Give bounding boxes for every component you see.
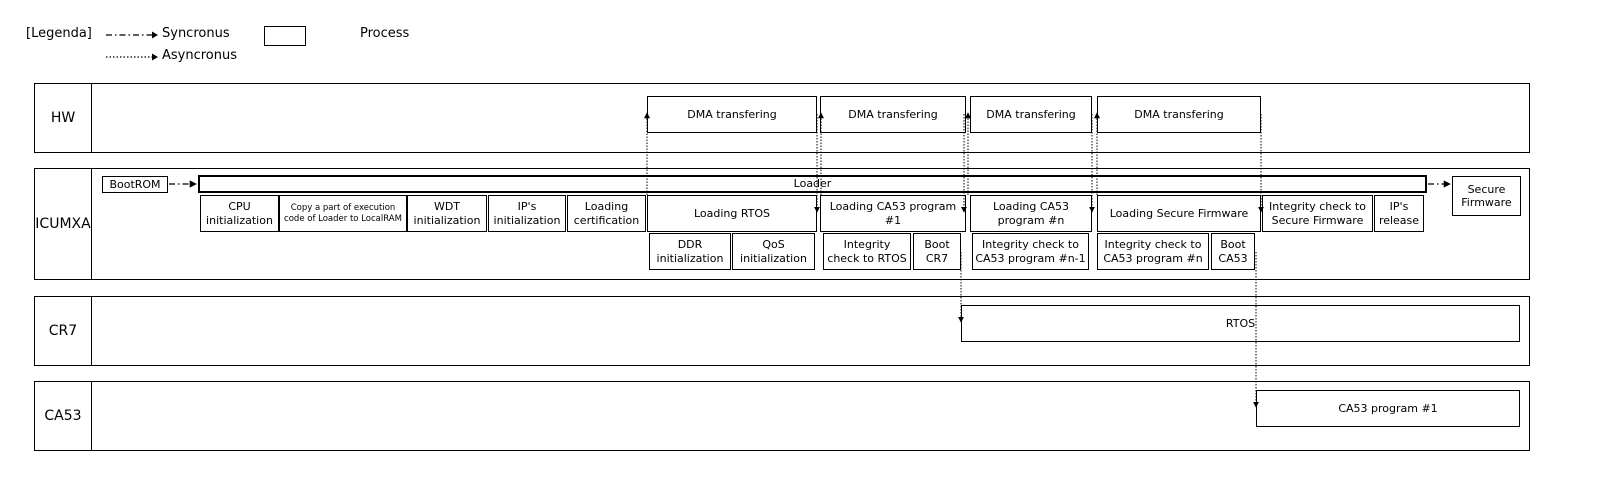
legend-process-swatch [264,26,306,46]
legend-title: [Legenda] [26,26,92,41]
legend-line-icons [106,31,158,61]
hw-dma-3: DMA transfering [970,96,1092,133]
icumxa-integrity-rtos: Integrity check to RTOS [823,233,911,270]
icumxa-ip-release: IP's release [1374,195,1424,232]
hw-dma-1: DMA transfering [647,96,817,133]
ca53-program-1: CA53 program #1 [1256,390,1520,427]
icumxa-integrity-ca53-n: Integrity check to CA53 program #n [1097,233,1209,270]
cr7-rtos: RTOS [961,305,1520,342]
lane-label-ca53: CA53 [35,382,92,450]
icumxa-integrity-ca53-n1: Integrity check to CA53 program #n-1 [972,233,1089,270]
icumxa-secure-firmware: Secure Firmware [1452,176,1521,216]
icumxa-boot-cr7: Boot CR7 [913,233,961,270]
icumxa-loading-ca53-1: Loading CA53 program #1 [820,195,966,232]
icumxa-loader: Loader [198,175,1427,193]
icumxa-ddr-init: DDR initialization [649,233,731,270]
lane-label-hw: HW [35,84,92,152]
icumxa-loading-ca53-n: Loading CA53 program #n [970,195,1092,232]
lane-label-cr7: CR7 [35,297,92,365]
icumxa-loading-secure-fw: Loading Secure Firmware [1097,195,1261,232]
icumxa-boot-ca53: Boot CA53 [1211,233,1255,270]
icumxa-qos-init: QoS initialization [732,233,815,270]
icumxa-wdt-init: WDT initialization [407,195,487,232]
legend-sync-label: Syncronus [162,26,230,41]
icumxa-bootrom: BootROM [102,176,168,193]
icumxa-cpu-init: CPU initialization [200,195,279,232]
icumxa-ip-init: IP's initialization [488,195,566,232]
icumxa-integrity-secure-fw: Integrity check to Secure Firmware [1262,195,1373,232]
icumxa-loading-cert: Loading certification [567,195,646,232]
hw-dma-2: DMA transfering [820,96,966,133]
icumxa-loading-rtos: Loading RTOS [647,195,817,232]
legend-async-label: Asyncronus [162,48,238,63]
legend-process-label: Process [360,26,410,41]
lane-label-icumxa: ICUMXA [35,169,92,279]
icumxa-copy-loader: Copy a part of execution code of Loader … [279,195,407,232]
hw-dma-4: DMA transfering [1097,96,1261,133]
